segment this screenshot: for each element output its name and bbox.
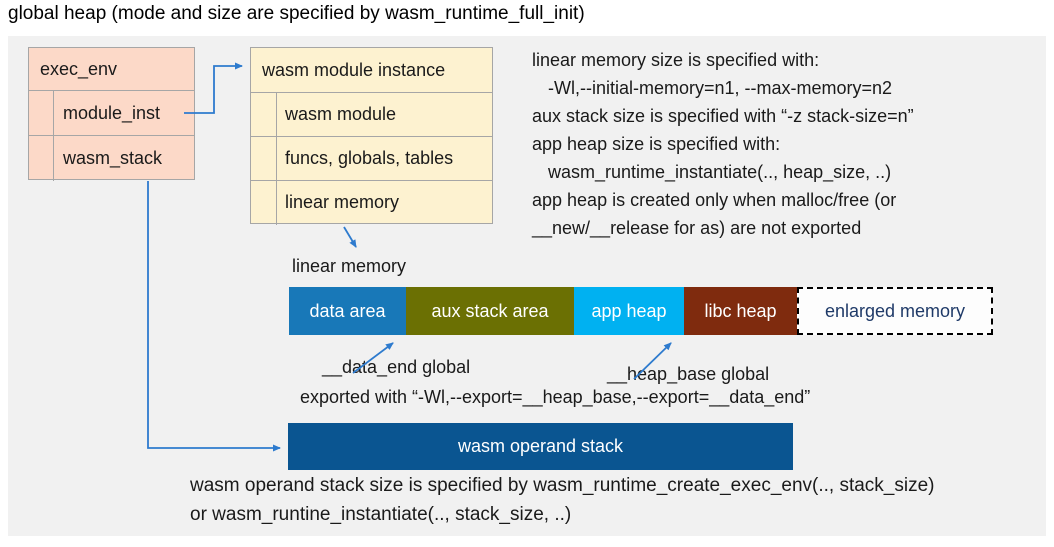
info-line: app heap size is specified with: <box>532 134 781 154</box>
data-end-global-label: __data_end global <box>322 357 471 377</box>
note-line: or wasm_runtine_instantiate(.., stack_si… <box>190 504 572 525</box>
exec-env-row-module-inst: module_inst <box>29 90 194 135</box>
linear-memory-bar: data area aux stack area app heap libc h… <box>289 287 993 335</box>
info-line: linear memory size is specified with: <box>532 50 820 70</box>
heap-base-global-label: __heap_base global <box>607 364 770 384</box>
module-instance-row-wasm-module: wasm module <box>251 92 492 136</box>
segment-libc-heap: libc heap <box>684 287 797 335</box>
segment-app-heap: app heap <box>574 287 684 335</box>
segment-enlarged-memory: enlarged memory <box>797 287 993 335</box>
linear-memory-label: linear memory <box>292 256 407 276</box>
exec-env-inset-line <box>53 90 54 181</box>
wasm-operand-stack-label: wasm operand stack <box>457 436 624 456</box>
info-line: aux stack size is specified with “-z sta… <box>532 106 914 126</box>
wasm-operand-stack-bar: wasm operand stack <box>288 423 793 470</box>
operand-stack-note: wasm operand stack size is specified by … <box>190 471 935 529</box>
page-title: global heap (mode and size are specified… <box>8 3 585 24</box>
info-line: __new/__release for as) are not exported <box>532 218 862 238</box>
segment-data-area: data area <box>289 287 406 335</box>
segment-aux-stack-area: aux stack area <box>406 287 574 335</box>
info-line: wasm_runtime_instantiate(.., heap_size, … <box>548 162 892 182</box>
exec-env-header: exec_env <box>40 58 118 79</box>
info-line: app heap is created only when malloc/fre… <box>532 190 897 210</box>
info-line: -Wl,--initial-memory=n1, --max-memory=n2 <box>548 78 893 98</box>
wasm-module-instance-box: wasm module instance wasm module funcs, … <box>250 47 493 225</box>
module-instance-row-linear-memory: linear memory <box>251 180 492 224</box>
note-line: wasm operand stack size is specified by … <box>190 475 935 496</box>
exec-env-box: exec_env module_inst wasm_stack <box>28 47 195 181</box>
module-instance-inset-line <box>276 92 277 225</box>
info-text-block: linear memory size is specified with: -W… <box>532 46 1037 242</box>
module-instance-row-funcs-globals-tables: funcs, globals, tables <box>251 136 492 180</box>
exec-env-row-wasm-stack: wasm_stack <box>29 135 194 180</box>
exported-with-label: exported with “-Wl,--export=__heap_base,… <box>300 387 811 407</box>
module-instance-header: wasm module instance <box>262 59 446 80</box>
